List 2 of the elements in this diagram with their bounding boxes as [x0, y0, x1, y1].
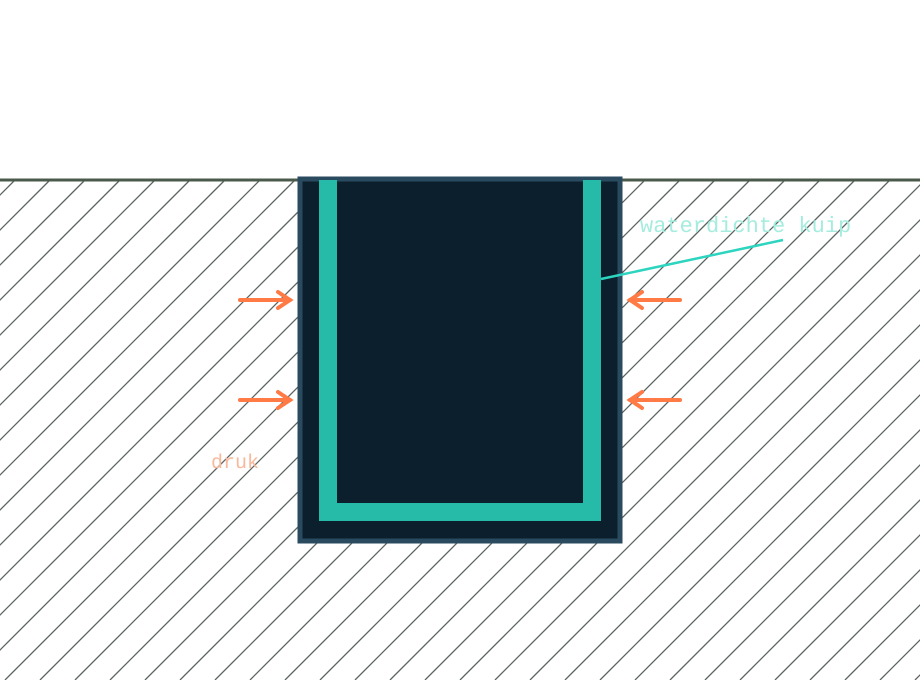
- leader-line: [600, 238, 784, 280]
- watertight-tub: [319, 180, 601, 521]
